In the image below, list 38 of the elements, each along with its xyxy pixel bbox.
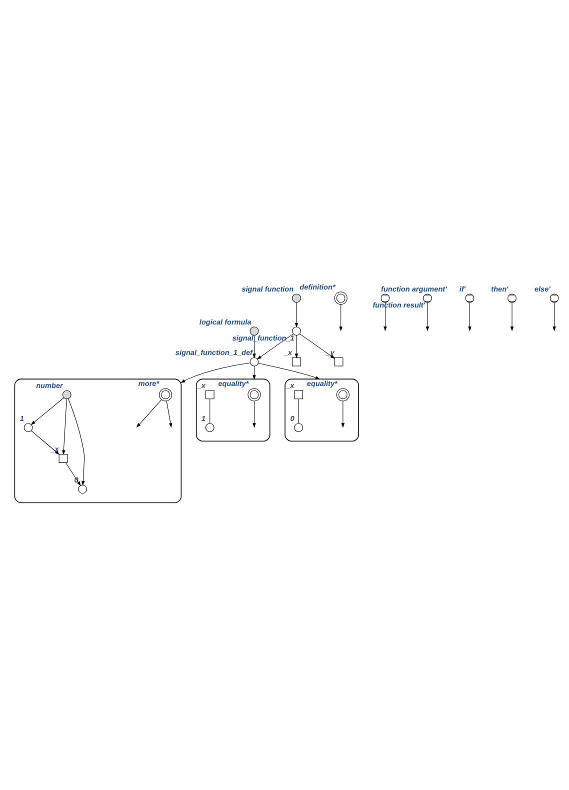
connector: [298, 398, 299, 424]
node-circle: [250, 356, 259, 366]
node-box: [294, 390, 304, 399]
arrow: [30, 396, 64, 424]
node-box: [58, 453, 68, 462]
arrow: [31, 430, 60, 454]
node-circle: [62, 390, 72, 399]
node-circle: [292, 326, 301, 335]
arrow: [510, 302, 514, 331]
node-circle: [205, 422, 214, 432]
arrow: [339, 304, 342, 331]
node-circle: [250, 326, 259, 335]
arrow: [166, 400, 172, 428]
arrow: [252, 366, 256, 380]
node-circle: [292, 293, 301, 302]
arrow: [258, 362, 320, 379]
node-circle: [24, 422, 33, 432]
cluster: [284, 378, 359, 442]
node-box: [292, 356, 301, 366]
arrow: [136, 398, 162, 428]
node-box: [334, 356, 344, 366]
arrow: [426, 302, 430, 331]
arrow: [299, 333, 336, 358]
arrow: [341, 400, 345, 428]
arrow: [66, 462, 81, 486]
node-circle: [78, 484, 87, 494]
arrow: [552, 302, 556, 331]
arrow: [294, 302, 298, 328]
arrow: [62, 398, 67, 454]
cluster: [14, 378, 182, 503]
arrow: [252, 400, 256, 428]
node-box: [205, 390, 214, 399]
arrow: [468, 302, 472, 331]
cluster: [196, 378, 270, 442]
arrow: [294, 334, 298, 358]
arrow: [180, 362, 250, 383]
node-circle: [294, 422, 304, 432]
arrow: [68, 398, 85, 486]
